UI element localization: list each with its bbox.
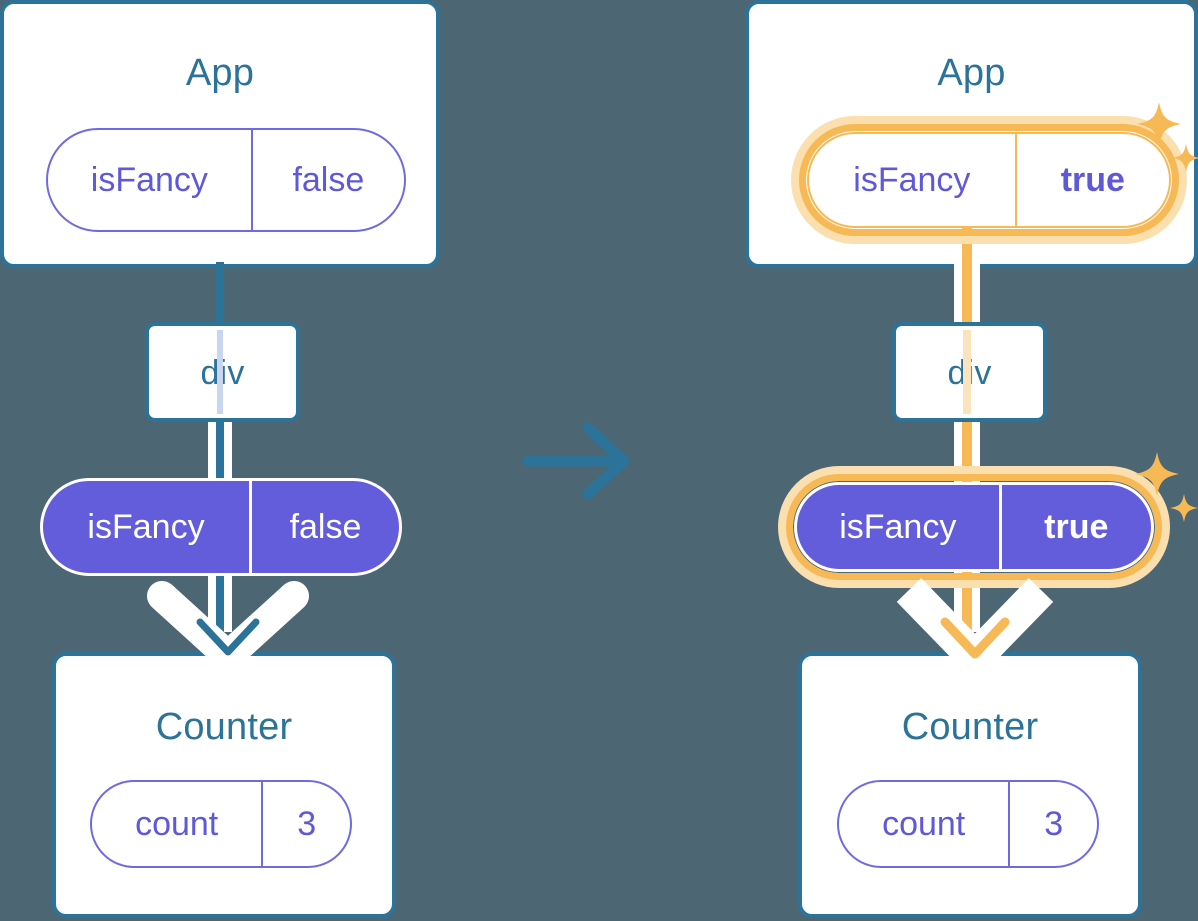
- state-pill-count-name-after: count: [882, 805, 966, 843]
- component-box-app[interactable]: App isFancy false: [0, 0, 440, 268]
- component-title-counter: Counter: [155, 706, 293, 748]
- prop-pill-value-after: true: [998, 485, 1151, 569]
- state-pill-name-after: isFancy: [853, 161, 971, 199]
- state-pill-count[interactable]: count 3: [90, 780, 352, 868]
- connector-prop-to-counter: [216, 570, 224, 632]
- state-pill-count-value: 3: [261, 782, 350, 866]
- prop-pill-name: isFancy: [87, 508, 205, 546]
- connector-through-div-after: [963, 330, 971, 414]
- connector-prop-to-counter-after: [962, 570, 972, 632]
- connector-through-div: [217, 330, 223, 414]
- component-title-counter-after: Counter: [901, 706, 1039, 748]
- transition-arrow-right: [520, 418, 640, 509]
- state-pill-count-after[interactable]: count 3: [837, 780, 1099, 868]
- prop-pill-isfancy-after[interactable]: isFancy true: [794, 482, 1154, 572]
- component-box-app-after[interactable]: App isFancy true: [745, 0, 1198, 268]
- connector-app-to-div: [216, 262, 224, 328]
- connector-div-to-prop: [216, 416, 224, 488]
- component-title-app: App: [185, 52, 255, 94]
- after-state-panel: App isFancy true div isFancy true: [745, 0, 1198, 921]
- state-pill-isfancy[interactable]: isFancy false: [46, 128, 406, 232]
- state-pill-count-value-after: 3: [1008, 782, 1097, 866]
- state-pill-count-name: count: [135, 805, 219, 843]
- state-pill-value-after: true: [1014, 134, 1169, 226]
- component-title-app-after: App: [937, 52, 1006, 94]
- component-box-counter[interactable]: Counter: [52, 652, 396, 918]
- state-pill-name: isFancy: [90, 161, 208, 199]
- connector-div-to-prop-after: [962, 416, 972, 488]
- connector-app-to-div-after: [962, 215, 972, 332]
- sparkle-small-icon: [1170, 494, 1198, 522]
- sparkle-large-icon: [1135, 452, 1179, 496]
- before-state-panel: App isFancy false div isFancy false Coun…: [0, 0, 440, 921]
- prop-pill-name-after: isFancy: [839, 508, 957, 546]
- state-pill-isfancy-after[interactable]: isFancy true: [807, 132, 1171, 228]
- prop-pill-isfancy[interactable]: isFancy false: [40, 478, 402, 576]
- prop-pill-value: false: [249, 481, 399, 573]
- state-pill-value: false: [250, 130, 404, 230]
